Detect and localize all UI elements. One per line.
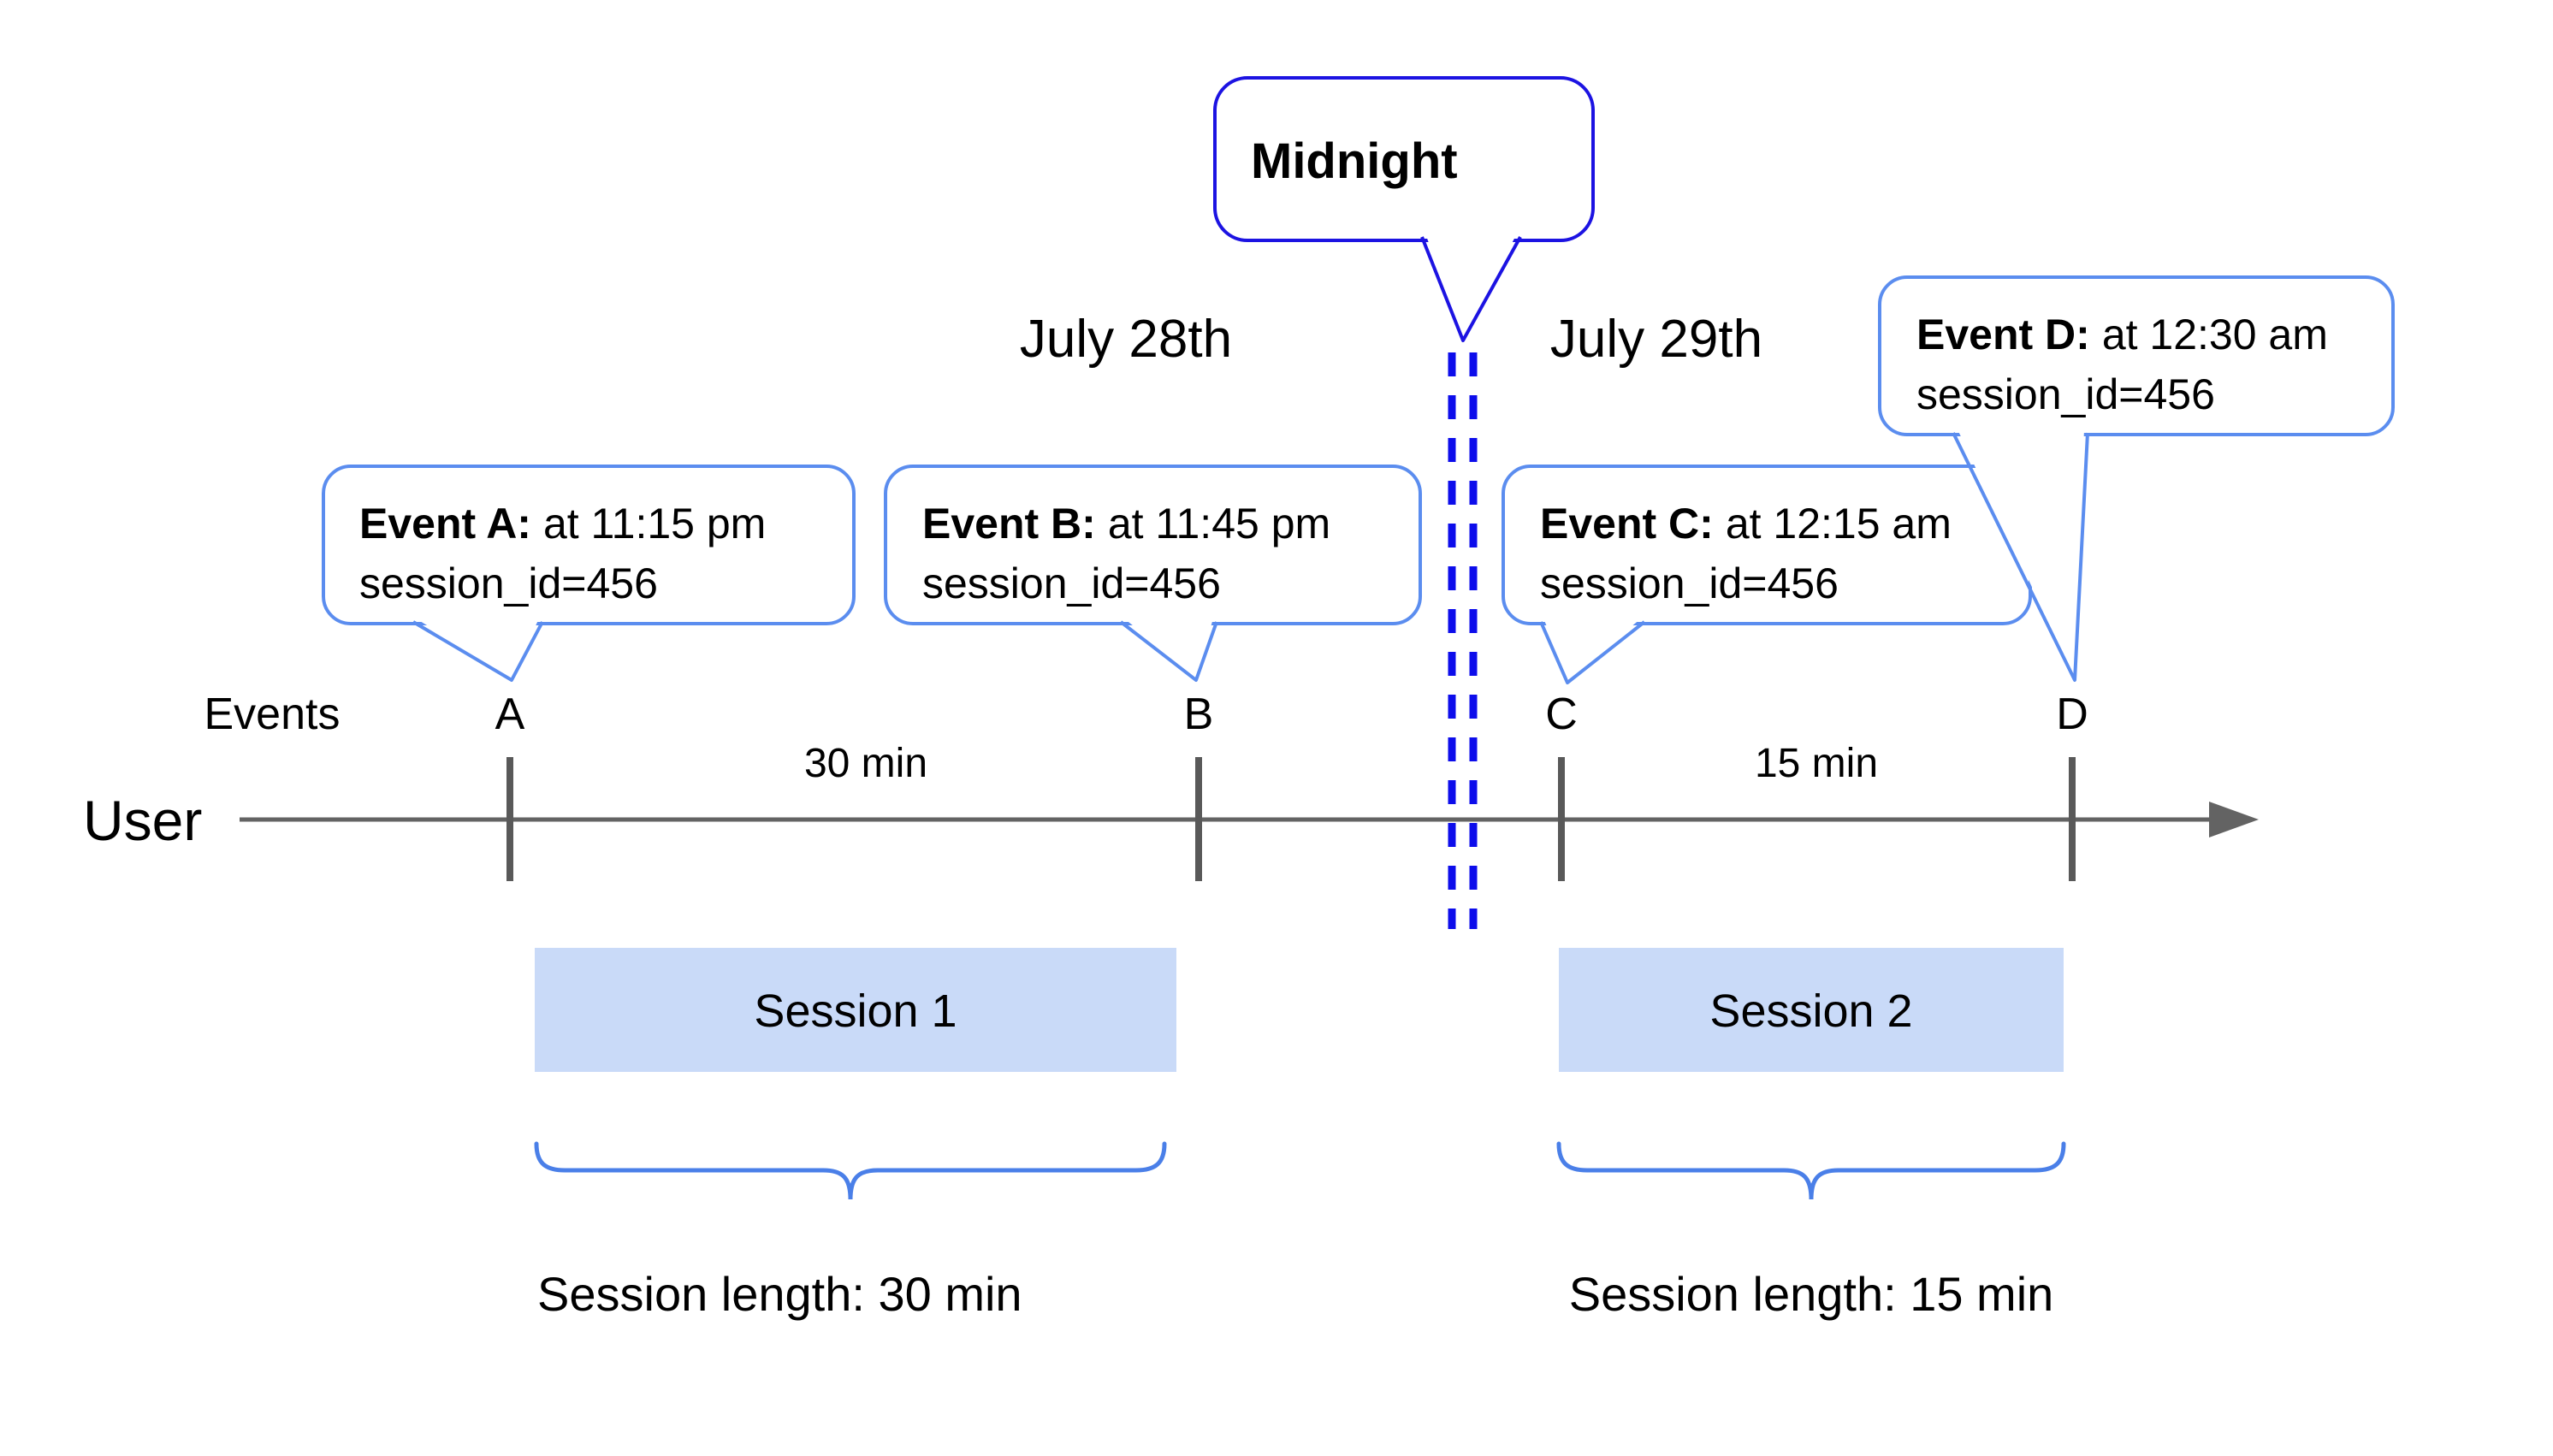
event-a-callout-line1: Event A:at 11:15 pm — [359, 500, 766, 547]
session-1-label: Session 1 — [754, 985, 957, 1037]
event-c-callout: Event C:at 12:15 am session_id=456 — [1502, 465, 2032, 684]
event-d-callout-line1: Event D:at 12:30 am — [1916, 311, 2328, 358]
event-c-callout-line1: Event C:at 12:15 am — [1540, 500, 1952, 547]
event-d-tick-label: D — [2056, 690, 2088, 739]
session-2-length-label: Session length: 15 min — [1569, 1267, 2054, 1321]
event-a-tail-fill — [416, 619, 539, 677]
event-a-callout: Event A:at 11:15 pm session_id=456 — [322, 465, 856, 682]
interval-c-d-label: 15 min — [1755, 741, 1878, 786]
event-a-bubble — [322, 465, 856, 625]
event-d-tail — [1952, 432, 2089, 682]
midnight-callout-bubble — [1213, 76, 1595, 242]
session-2-group: Session 2 Session length: 15 min — [1556, 948, 2066, 1321]
event-d-bubble — [1878, 275, 2395, 436]
event-c-tail — [1539, 620, 1646, 684]
event-c-tick-label: C — [1545, 690, 1578, 739]
event-b-callout-line1: Event B:at 11:45 pm — [922, 500, 1330, 547]
event-b-callout-line2: session_id=456 — [922, 559, 1221, 607]
event-d-callout-line2: session_id=456 — [1916, 370, 2215, 418]
event-c-callout-line2: session_id=456 — [1540, 559, 1839, 607]
midnight-callout: Midnight — [1213, 76, 1595, 342]
midnight-callout-tail — [1420, 236, 1522, 342]
event-b-tail — [1119, 620, 1218, 682]
date-label-july-28: July 28th — [1020, 310, 1232, 369]
session-2-brace — [1556, 1141, 2066, 1200]
event-b-tick-label: B — [1184, 690, 1214, 739]
interval-a-b-label: 30 min — [804, 741, 927, 786]
event-a-callout-line2: session_id=456 — [359, 559, 658, 607]
event-a-tail — [412, 620, 544, 682]
session-2-box — [1559, 948, 2064, 1072]
session-2-label: Session 2 — [1709, 985, 1912, 1037]
timeline-arrowhead-icon — [2209, 802, 2259, 837]
midnight-callout-tail-fill — [1425, 234, 1517, 337]
events-axis-label: Events — [204, 690, 341, 739]
session-1-box — [535, 948, 1176, 1072]
session-1-length-label: Session length: 30 min — [537, 1267, 1022, 1321]
event-b-tail-fill — [1124, 619, 1213, 677]
date-label-july-29: July 29th — [1550, 310, 1762, 369]
midnight-callout-label: Midnight — [1251, 133, 1458, 189]
event-d-tail-fill — [1958, 429, 2084, 676]
event-d-callout: Event D:at 12:30 am session_id=456 — [1878, 275, 2395, 682]
session-1-brace — [534, 1141, 1167, 1200]
event-c-tail-fill — [1543, 619, 1641, 678]
event-b-callout: Event B:at 11:45 pm session_id=456 — [884, 465, 1422, 682]
session-1-group: Session 1 Session length: 30 min — [534, 948, 1176, 1321]
event-a-tick-label: A — [495, 690, 525, 739]
user-axis-label: User — [83, 789, 202, 852]
